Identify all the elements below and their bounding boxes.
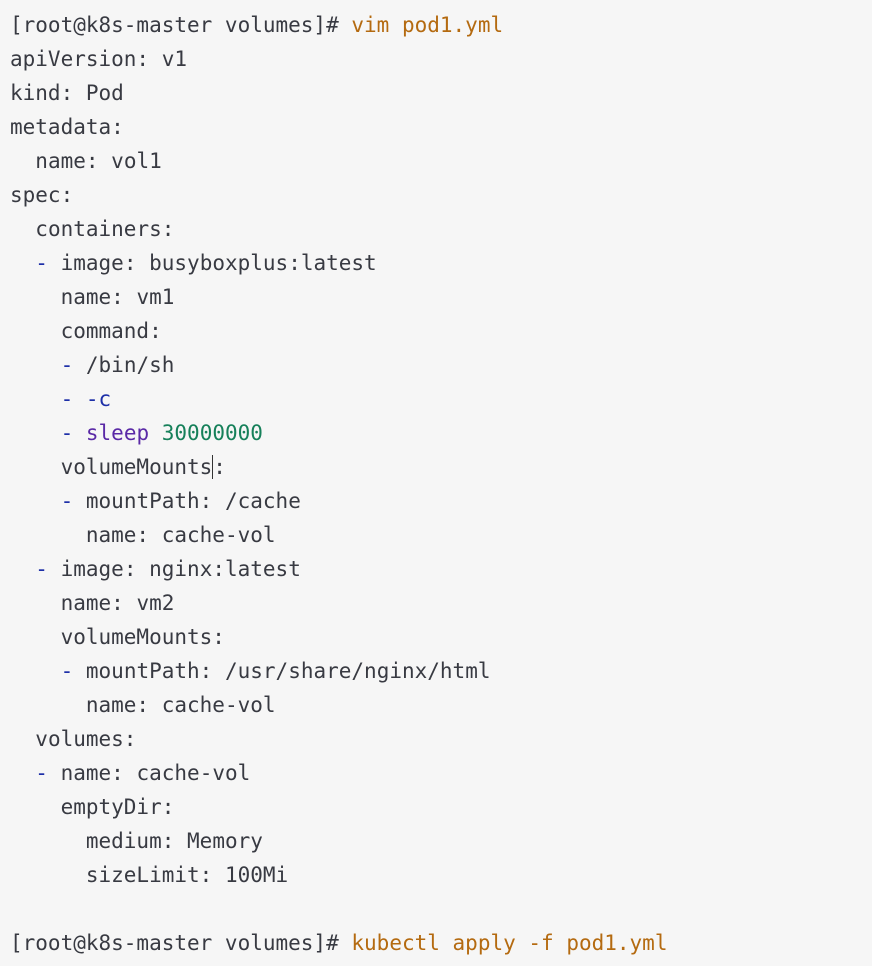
yaml-line-c1-mountpath: - mountPath: /cache <box>10 484 872 518</box>
yaml-value: sleep <box>85 421 150 445</box>
yaml-value: v1 <box>161 47 188 71</box>
yaml-key: mountPath: <box>85 659 213 683</box>
yaml-key: name: <box>60 591 124 615</box>
yaml-key: apiVersion: <box>10 47 150 71</box>
yaml-list-dash: - <box>35 761 48 785</box>
yaml-line-apiversion: apiVersion: v1 <box>10 42 872 76</box>
blank-line <box>10 892 872 926</box>
yaml-value: vm2 <box>136 591 175 615</box>
yaml-line-c2-image: - image: nginx:latest <box>10 552 872 586</box>
yaml-key: containers: <box>35 217 175 241</box>
yaml-value: Memory <box>187 829 263 853</box>
yaml-key: command: <box>60 319 162 343</box>
yaml-line-c2-volumemounts: volumeMounts: <box>10 620 872 654</box>
yaml-key: volumeMounts: <box>60 625 225 649</box>
yaml-value: Pod <box>85 81 124 105</box>
yaml-key: medium: <box>85 829 175 853</box>
yaml-value: busyboxplus:latest <box>149 251 377 275</box>
yaml-line-c2-mountpath: - mountPath: /usr/share/nginx/html <box>10 654 872 688</box>
yaml-key: name: <box>60 285 124 309</box>
shell-prompt: [root@k8s-master volumes]# <box>10 931 339 955</box>
yaml-key: image: <box>60 251 137 275</box>
yaml-list-dash: - <box>60 421 74 445</box>
shell-prompt: [root@k8s-master volumes]# <box>10 13 339 37</box>
yaml-line-volume-name: - name: cache-vol <box>10 756 872 790</box>
yaml-line-kind: kind: Pod <box>10 76 872 110</box>
yaml-line-metadata: metadata: <box>10 110 872 144</box>
yaml-key: name: <box>85 523 150 547</box>
yaml-key: name: <box>85 693 150 717</box>
yaml-line-c2-mount-name: name: cache-vol <box>10 688 872 722</box>
shell-command: vim pod1.yml <box>351 13 504 37</box>
yaml-key: emptyDir: <box>60 795 175 819</box>
yaml-list-dash: - <box>60 353 74 377</box>
yaml-list-dash: - <box>60 659 74 683</box>
yaml-key-colon: : <box>213 455 226 479</box>
yaml-line-c1-name: name: vm1 <box>10 280 872 314</box>
yaml-key: volumeMounts <box>60 455 213 479</box>
yaml-value: nginx:latest <box>149 557 301 581</box>
yaml-line-sizelimit: sizeLimit: 100Mi <box>10 858 872 892</box>
yaml-key: metadata: <box>10 115 124 139</box>
shell-line-vim: [root@k8s-master volumes]# vim pod1.yml <box>10 8 872 42</box>
yaml-line-volumes: volumes: <box>10 722 872 756</box>
yaml-key: volumes: <box>35 727 137 751</box>
shell-line-kubectl: [root@k8s-master volumes]# kubectl apply… <box>10 926 872 960</box>
yaml-value: cache-vol <box>161 523 276 547</box>
yaml-key: mountPath: <box>85 489 213 513</box>
yaml-line-c1-cmd-2: - -c <box>10 382 872 416</box>
yaml-line-c1-image: - image: busyboxplus:latest <box>10 246 872 280</box>
yaml-list-dash: - <box>35 251 48 275</box>
yaml-value: cache-vol <box>136 761 251 785</box>
yaml-value: -c <box>85 387 112 411</box>
yaml-value: /usr/share/nginx/html <box>224 659 491 683</box>
yaml-key: image: <box>60 557 137 581</box>
yaml-line-metadata-name: name: vol1 <box>10 144 872 178</box>
yaml-list-dash: - <box>35 557 48 581</box>
yaml-value: vm1 <box>136 285 175 309</box>
yaml-key: name: <box>35 149 99 173</box>
shell-command: kubectl apply -f pod1.yml <box>351 931 668 955</box>
yaml-line-medium: medium: Memory <box>10 824 872 858</box>
yaml-value: /cache <box>224 489 301 513</box>
yaml-list-dash: - <box>60 489 74 513</box>
yaml-key: kind: <box>10 81 74 105</box>
yaml-line-c1-cmd-1: - /bin/sh <box>10 348 872 382</box>
yaml-key: spec: <box>10 183 74 207</box>
yaml-value: 100Mi <box>224 863 289 887</box>
yaml-list-dash: - <box>60 387 74 411</box>
yaml-key: sizeLimit: <box>85 863 213 887</box>
yaml-key: name: <box>60 761 124 785</box>
yaml-value: /bin/sh <box>85 353 175 377</box>
yaml-line-c2-name: name: vm2 <box>10 586 872 620</box>
yaml-line-containers: containers: <box>10 212 872 246</box>
text-cursor <box>212 455 214 479</box>
yaml-line-c1-cmd-3: - sleep 30000000 <box>10 416 872 450</box>
yaml-value: cache-vol <box>161 693 276 717</box>
yaml-line-c1-volumemounts: volumeMounts: <box>10 450 872 484</box>
yaml-line-c1-command: command: <box>10 314 872 348</box>
yaml-number: 30000000 <box>161 421 263 445</box>
yaml-line-emptydir: emptyDir: <box>10 790 872 824</box>
yaml-line-c1-mount-name: name: cache-vol <box>10 518 872 552</box>
yaml-line-spec: spec: <box>10 178 872 212</box>
yaml-value: vol1 <box>111 149 162 173</box>
